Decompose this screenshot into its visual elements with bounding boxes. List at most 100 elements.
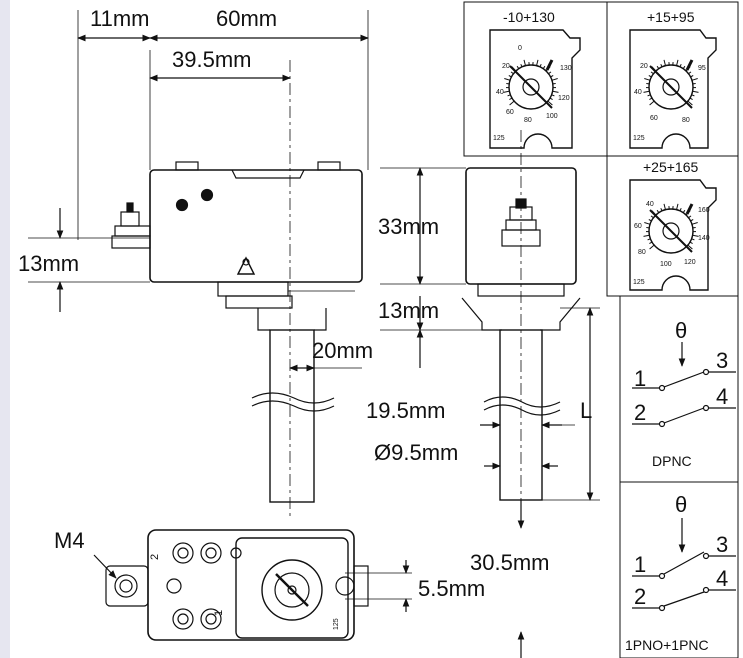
dial-1-mark: 40 (496, 89, 504, 96)
dial-tick (551, 94, 555, 97)
dial-tick (650, 71, 654, 75)
dim-13mm-left: 13mm (18, 251, 79, 276)
sensor-probe-front (269, 329, 315, 503)
dial-3-range: +25+165 (643, 159, 698, 175)
dial-tick (692, 234, 699, 237)
dial-tick (648, 75, 652, 78)
dial-1-mark: 120 (558, 95, 570, 102)
terminal-1: 1 (634, 366, 646, 391)
dial-tick (660, 63, 663, 68)
dial-tick (644, 222, 651, 225)
dial-1-mark: 20 (502, 63, 510, 70)
base-labels: 2 1 125 (149, 554, 340, 630)
dpnc-label: DPNC (652, 453, 692, 469)
dial-tick (647, 94, 651, 97)
dial-tick (687, 244, 693, 250)
dial-tick (520, 63, 523, 68)
dial-tick (692, 90, 699, 93)
bottom-dial-code: 125 (333, 618, 340, 630)
dial-3-mark: 100 (660, 261, 672, 268)
dial-tick (690, 75, 694, 78)
dial-3-mark: 60 (634, 223, 642, 230)
dial-tick (688, 215, 692, 219)
dial-tick (679, 207, 682, 212)
dial-tick (691, 78, 698, 81)
dim-11mm: 11mm (90, 6, 150, 31)
dial-face (648, 64, 694, 110)
dial-tick (536, 59, 539, 66)
dial-tick (691, 222, 698, 225)
dial-tick (676, 59, 679, 66)
dial-tick (523, 59, 526, 66)
dial-face (508, 64, 554, 110)
side-view (380, 130, 600, 658)
dial-tick (516, 65, 520, 69)
dial-2-mark: 60 (650, 115, 658, 122)
base-terminal-label: 1 (213, 610, 225, 616)
dial-tick (643, 234, 650, 237)
dial-2-mark: 80 (682, 117, 690, 124)
terminal-2: 2 (634, 584, 646, 609)
dial-tick (689, 97, 693, 101)
thermostat-technical-drawing: 11mm 60mm 39.5mm 13mm 33mm 13mm 20mm 19.… (18, 1, 739, 658)
thermostat-housing-front (149, 169, 363, 283)
dial-1-mark: 100 (546, 113, 558, 120)
dial-panel-1 (463, 1, 608, 157)
1pno-1pnc-label: 1PNO+1PNC (625, 637, 709, 653)
dial-labels: -10+130 +15+95 +25+165 0 20 40 60 80 100… (493, 9, 710, 286)
dial-tick (509, 100, 515, 106)
1pno-1pnc-switch-diagram (632, 518, 736, 612)
dial-tick (547, 100, 553, 106)
dial-tick (504, 78, 511, 81)
dial-tick (660, 207, 663, 212)
dial-tick (690, 219, 694, 222)
dial-tick (691, 238, 695, 241)
dial-2-mark: 95 (698, 65, 706, 72)
terminal-4: 4 (716, 566, 728, 591)
dial-tick (691, 94, 695, 97)
dial-1-code: 125 (493, 135, 505, 142)
dial-3-code: 125 (633, 279, 645, 286)
dial-tick (676, 203, 679, 210)
dial-3-mark: 160 (698, 207, 710, 214)
dial-tick (507, 94, 511, 97)
dim-5-5mm: 5.5mm (418, 576, 485, 601)
terminal-1: 1 (634, 552, 646, 577)
dial-tick (682, 65, 686, 69)
terminal-screws (172, 542, 222, 630)
bottom-dial (261, 559, 323, 621)
dial-tick (687, 100, 693, 106)
theta-symbol: θ (675, 318, 687, 343)
dial-tick (647, 238, 651, 241)
drawing-sheet: 11mm 60mm 39.5mm 13mm 33mm 13mm 20mm 19.… (10, 0, 743, 658)
bottom-view (93, 529, 412, 641)
dial-2-mark: 20 (640, 63, 648, 70)
dial-panel-3 (606, 155, 739, 297)
dim-33mm: 33mm (378, 214, 439, 239)
dial-tick (663, 59, 666, 66)
dial-tick (550, 75, 554, 78)
dial-tick (649, 244, 655, 250)
dial-tick (689, 241, 693, 245)
terminal-2: 2 (634, 400, 646, 425)
dial-tick (688, 71, 692, 75)
thread-m4-label: M4 (54, 528, 85, 553)
dial-1-mark: 80 (524, 117, 532, 124)
dial-tick (539, 63, 542, 68)
dial-tick (648, 219, 652, 222)
dial-3-mark: 120 (684, 259, 696, 266)
dim-20mm: 20mm (312, 338, 373, 363)
dial-tick (548, 71, 552, 75)
dial-3-mark: 40 (646, 201, 654, 208)
dial-tick (679, 63, 682, 68)
dim-length-l: L (580, 398, 592, 423)
dial-face (648, 208, 694, 254)
dial-tick (682, 209, 686, 213)
base-terminal-label: 2 (149, 554, 161, 560)
dpnc-switch-diagram (632, 342, 736, 428)
dimension-labels: 11mm 60mm 39.5mm 13mm 33mm 13mm 20mm 19.… (18, 6, 592, 601)
dial-1-mark: 0 (518, 45, 522, 52)
dial-tick (503, 90, 510, 93)
dial-2-range: +15+95 (647, 9, 695, 25)
dial-1-mark: 60 (506, 109, 514, 116)
